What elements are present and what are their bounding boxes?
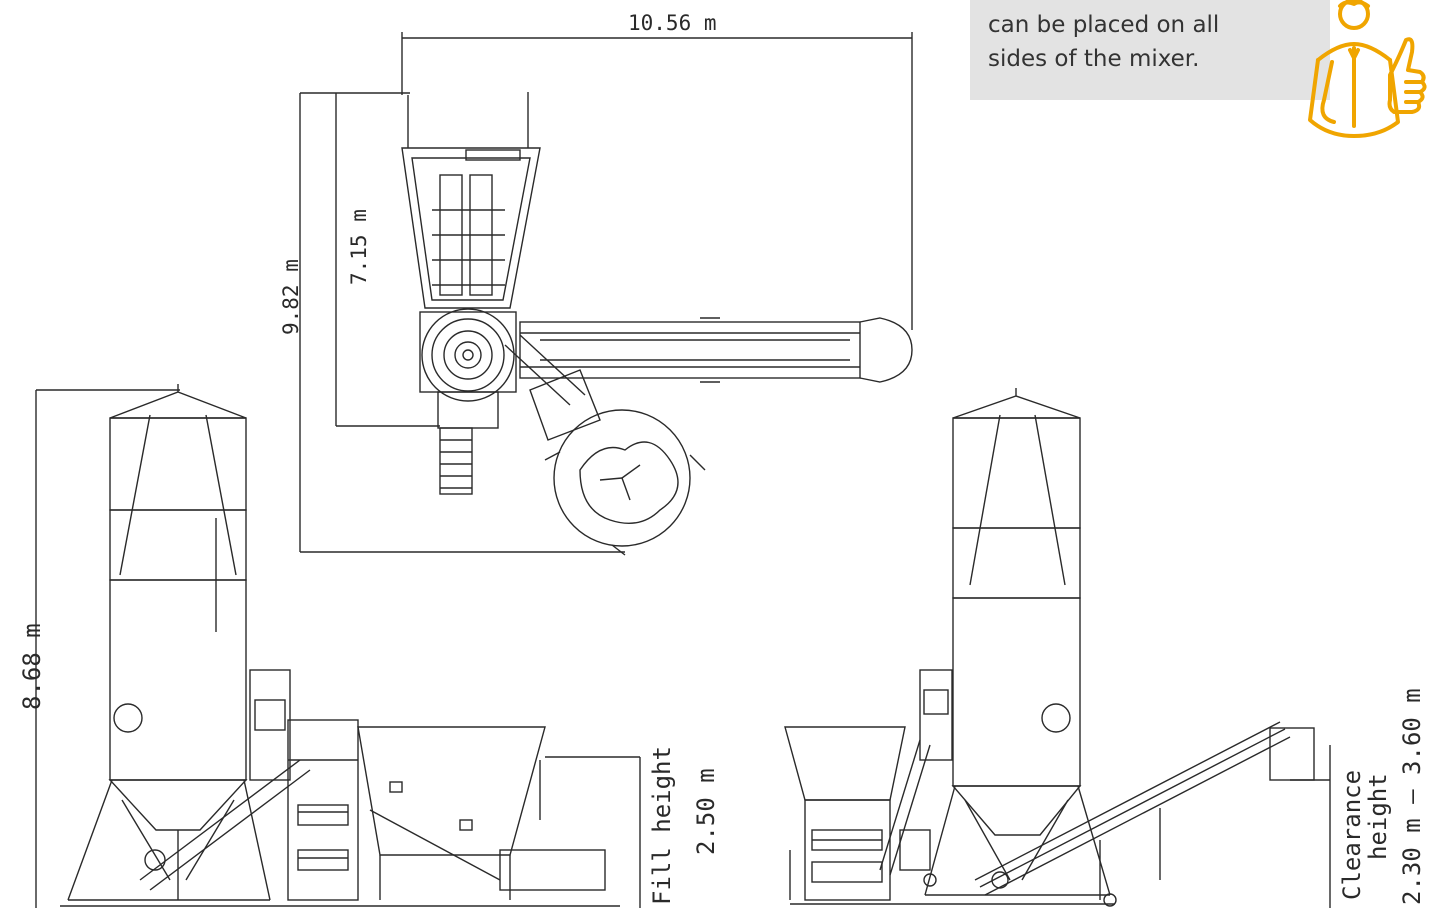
clearance-label-2: height <box>1364 773 1392 860</box>
plan-depth-inner-label: 7.15 m <box>347 209 371 285</box>
right-side-view: Clearance height 2.30 m – 3.60 m <box>784 388 1426 908</box>
clearance-label: Clearance <box>1338 770 1366 900</box>
fill-height-label: Fill height <box>648 746 676 905</box>
plan-depth-total-label: 9.82 m <box>279 259 303 335</box>
fill-height-value: 2.50 m <box>692 768 720 855</box>
info-note-line-1: can be placed on all <box>988 12 1220 38</box>
left-side-view: 8.68 m <box>18 384 720 908</box>
plan-width-label: 10.56 m <box>628 11 717 35</box>
info-note-text: can be placed on all sides of the mixer. <box>988 8 1308 76</box>
plan-view: 10.56 m 9.82 m 7.15 m <box>279 11 913 556</box>
thumbs-up-mascot-icon <box>1308 0 1427 138</box>
info-note-line-2: sides of the mixer. <box>988 46 1200 72</box>
clearance-value: 2.30 m – 3.60 m <box>1398 688 1426 905</box>
info-note-box <box>970 0 1330 100</box>
total-height-label: 8.68 m <box>18 623 46 710</box>
